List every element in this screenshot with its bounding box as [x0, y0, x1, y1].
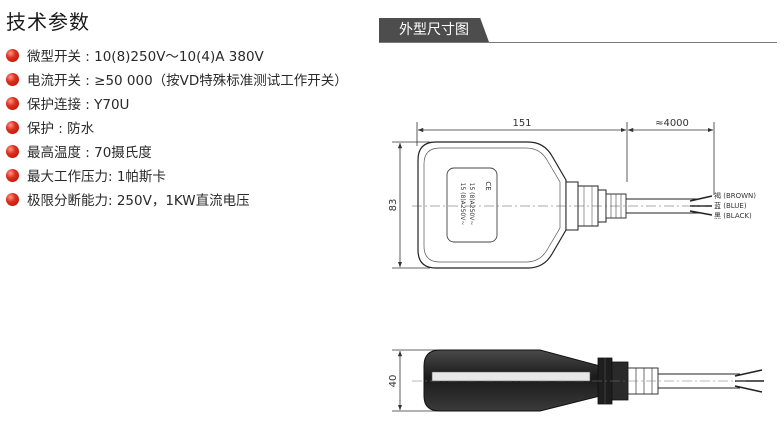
spec-item-micro-switch: 微型开关 : 10(8)250V～10(4)A 380V	[6, 43, 366, 67]
red-dot-icon	[6, 72, 19, 86]
tab-underline	[379, 42, 777, 43]
spec-item-current-switch: 电流开关 : ≥50 000（按VD特殊标准测试工作开关）	[6, 67, 366, 91]
red-dot-icon	[6, 192, 19, 206]
red-dot-icon	[6, 144, 19, 158]
spec-item-breaking-capacity: 极限分断能力: 250V，1KW直流电压	[6, 187, 366, 211]
specs-list: 微型开关 : 10(8)250V～10(4)A 380V 电流开关 : ≥50 …	[6, 43, 366, 211]
body-label-2: 15 (8)A250V~	[468, 183, 475, 226]
top-view: 151 ≈4000 83 15 (8)A250V~ 15 (8)A250V~ C…	[388, 118, 756, 269]
spec-text: 电流开关 : ≥50 000（按VD特殊标准测试工作开关）	[27, 73, 348, 89]
dim-height-label: 83	[388, 199, 399, 212]
spec-item-max-pressure: 最大工作压力: 1帕斯卡	[6, 163, 366, 187]
spec-text: 极限分断能力: 250V，1KW直流电压	[27, 193, 250, 209]
wire-black-label: 黑 (BLACK)	[714, 212, 752, 220]
spec-text: 微型开关 : 10(8)250V～10(4)A 380V	[27, 49, 264, 65]
tech-specs-section: 技术参数 微型开关 : 10(8)250V～10(4)A 380V 电流开关 :…	[6, 6, 366, 211]
spec-item-protection: 保护 : 防水	[6, 115, 366, 139]
wire-brown-label: 褐 (BROWN)	[714, 191, 756, 200]
spec-text: 最高温度 : 70摄氏度	[27, 145, 152, 161]
red-dot-icon	[6, 120, 19, 134]
spec-item-protection-connection: 保护连接 : Y70U	[6, 91, 366, 115]
red-dot-icon	[6, 96, 19, 110]
ce-mark: CE	[484, 181, 492, 190]
specs-title: 技术参数	[6, 10, 90, 34]
red-dot-icon	[6, 168, 19, 182]
body-label-1: 15 (8)A250V~	[459, 183, 466, 226]
red-dot-icon	[6, 48, 19, 62]
spec-text: 保护 : 防水	[27, 121, 95, 137]
drawing-tab: 外型尺寸图	[379, 18, 489, 42]
side-view: 40	[388, 349, 764, 412]
spec-text: 最大工作压力: 1帕斯卡	[27, 169, 166, 185]
dim-cable-label: ≈4000	[655, 118, 689, 129]
spec-item-max-temp: 最高温度 : 70摄氏度	[6, 139, 366, 163]
spec-text: 保护连接 : Y70U	[27, 97, 130, 113]
dim-length-label: 151	[512, 118, 531, 129]
wire-blue-label: 蓝 (BLUE)	[714, 201, 747, 210]
dim-thickness-label: 40	[388, 375, 399, 388]
